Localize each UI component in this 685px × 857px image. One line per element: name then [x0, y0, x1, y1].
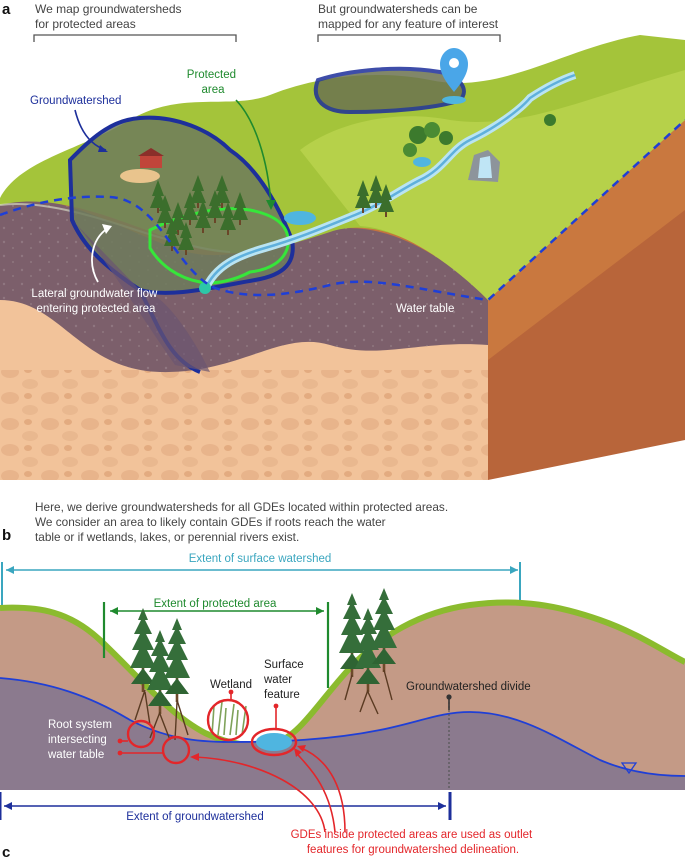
panel-a: a We map groundwatersheds for protected … — [0, 1, 685, 480]
note-right: But groundwatersheds can be mapped for a… — [318, 2, 499, 31]
panel-b: b Extent of surface watershed Extent of … — [0, 527, 685, 856]
tree-group-left — [130, 608, 190, 741]
block-side-top — [488, 120, 685, 360]
note-right-bracket — [317, 34, 501, 42]
lateral-flow-arrow — [91, 227, 109, 283]
outlet-note-2: features for groundwatershed delineation… — [307, 844, 519, 856]
caption-line-2: We consider an area to likely contain GD… — [35, 515, 386, 529]
note-right-line-2: mapped for any feature of interest — [318, 17, 499, 31]
groundwatershed-area — [70, 117, 293, 293]
grass-surface — [0, 599, 685, 749]
note-right-line-1: But groundwatersheds can be — [318, 2, 478, 16]
protected-area-label: Protected area — [187, 69, 239, 96]
water-table-b — [0, 677, 685, 777]
pond — [284, 211, 316, 225]
groundwatershed-label: Groundwatershed — [30, 95, 121, 107]
root-label: Root system intersecting water table — [47, 719, 115, 761]
mapped-feature-polygon — [313, 66, 466, 115]
divide-label: Groundwatershed divide — [406, 681, 531, 693]
groundwatershed-wedge — [72, 220, 210, 372]
farmyard — [120, 169, 160, 183]
location-pin-dot — [449, 58, 459, 68]
surface-water-label: Surface water feature — [263, 659, 307, 701]
lateral-flow-label-1: Lateral groundwater flow — [31, 288, 158, 300]
surface-watershed-label: Extent of surface watershed — [189, 553, 332, 565]
protected-area-label-1: Protected — [187, 69, 236, 81]
rock-layer — [0, 370, 488, 480]
note-left-bracket — [33, 34, 237, 42]
outlet-note: GDEs inside protected areas are used as … — [291, 829, 536, 856]
waterfall-rocks — [468, 150, 500, 182]
spring-outlet — [199, 282, 211, 294]
land-surface-light — [300, 70, 685, 300]
water-table-symbol — [620, 762, 638, 775]
farmhouse-icon — [140, 155, 162, 168]
protected-area-outline — [148, 207, 290, 285]
location-pin-icon — [440, 48, 468, 92]
panel-b-letter: b — [2, 527, 11, 544]
wetland-plants — [211, 701, 247, 736]
protected-area-pointer — [235, 99, 272, 206]
root-label-2: intersecting — [48, 734, 107, 746]
caption: Here, we derive groundwatersheds for all… — [35, 500, 451, 544]
mapped-lake — [442, 96, 466, 104]
root-circle-2 — [161, 735, 191, 765]
water-table-label: Water table — [396, 303, 454, 315]
panel-c-letter: c — [2, 844, 10, 857]
root-label-1: Root system — [48, 719, 112, 731]
groundwatershed-extent-label: Extent of groundwatershed — [126, 811, 263, 823]
panel-a-letter: a — [2, 1, 11, 18]
river-line — [203, 73, 576, 291]
protected-extent-label: Extent of protected area — [154, 598, 277, 610]
note-left: We map groundwatersheds for protected ar… — [35, 2, 185, 31]
surface-water-pond — [256, 733, 292, 751]
caption-line-3: table or if wetlands, lakes, or perennia… — [35, 530, 299, 544]
surface-water-label-2: water — [263, 674, 292, 686]
note-left-line-2: for protected areas — [35, 17, 136, 31]
water-table-line — [0, 119, 685, 302]
wetland-circle — [206, 698, 250, 742]
surface-water-label-3: feature — [264, 689, 300, 701]
surface-water-circle — [250, 727, 298, 757]
protected-area-label-2: area — [201, 84, 225, 96]
note-left-line-1: We map groundwatersheds — [35, 2, 182, 16]
outlet-note-1: GDEs inside protected areas are used as … — [291, 829, 533, 841]
surface-water-label-1: Surface — [264, 659, 304, 671]
caption-line-1: Here, we derive groundwatersheds for all… — [35, 500, 448, 514]
small-pond — [413, 157, 431, 167]
lateral-flow-label: Lateral groundwater flow entering protec… — [31, 288, 160, 315]
tree-group-right — [339, 588, 397, 715]
lateral-flow-label-2: entering protected area — [37, 303, 157, 315]
wetland-label: Wetland — [210, 679, 252, 691]
root-circle-1 — [126, 719, 156, 749]
root-label-3: water table — [47, 749, 104, 761]
deciduous-trees — [403, 114, 556, 157]
divide-marker — [446, 694, 452, 700]
